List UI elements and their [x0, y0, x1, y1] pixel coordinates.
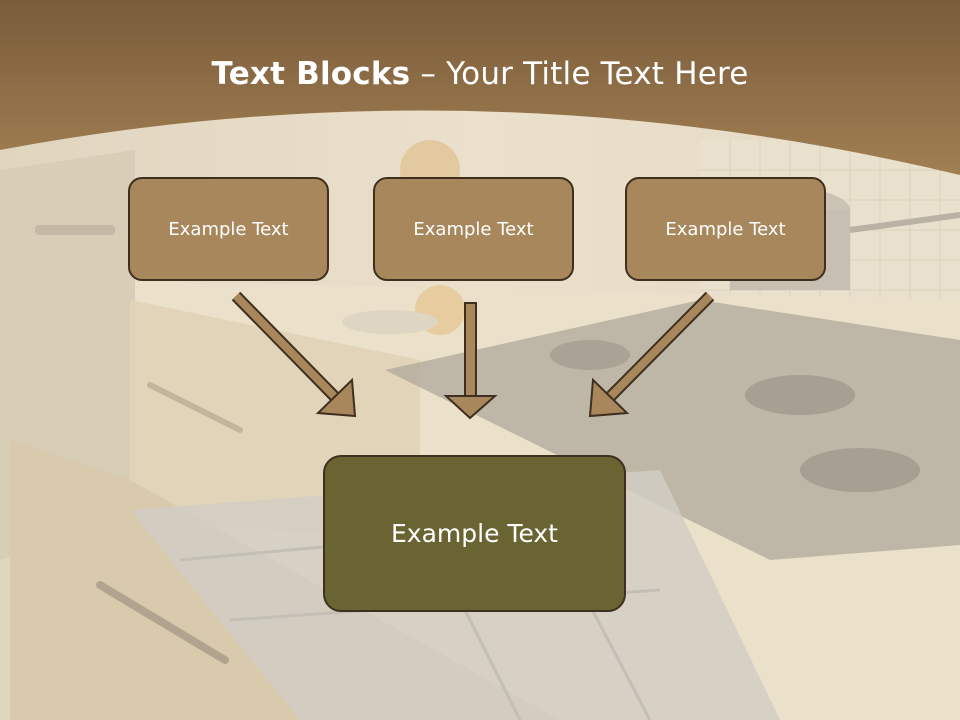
- title-dash: –: [410, 56, 447, 92]
- title-rest: Your Title Text Here: [446, 56, 749, 92]
- text-block-1-label: Example Text: [168, 218, 289, 240]
- text-block-2[interactable]: Example Text: [373, 177, 574, 281]
- text-block-2-label: Example Text: [413, 218, 534, 240]
- main-text-block[interactable]: Example Text: [323, 455, 626, 612]
- text-block-1[interactable]: Example Text: [128, 177, 329, 281]
- text-block-3-label: Example Text: [665, 218, 786, 240]
- main-text-block-label: Example Text: [391, 519, 558, 548]
- text-block-3[interactable]: Example Text: [625, 177, 826, 281]
- slide-title: Text Blocks – Your Title Text Here: [0, 56, 960, 92]
- title-bold-part: Text Blocks: [211, 56, 411, 92]
